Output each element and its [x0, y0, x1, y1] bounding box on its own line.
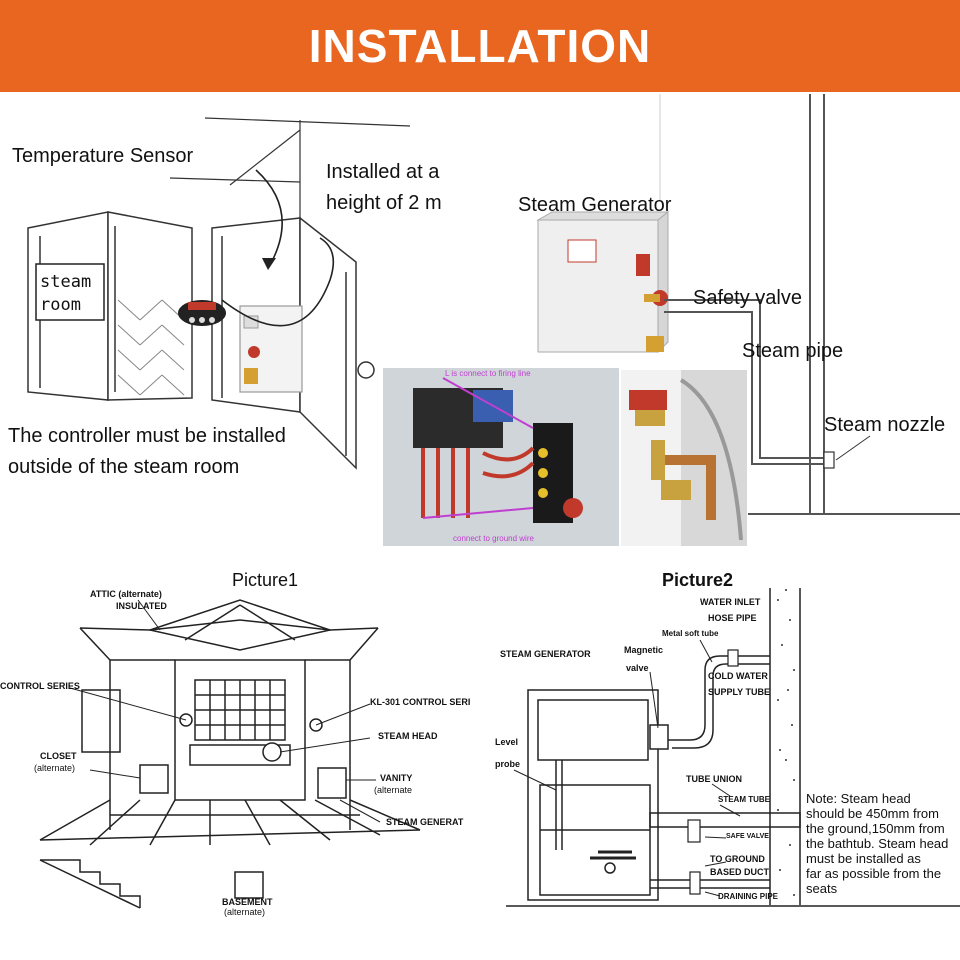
- steam-generator-label: Steam Generator: [518, 194, 672, 216]
- tube-union-label: TUBE UNION: [686, 774, 742, 784]
- controller-icon: [178, 300, 226, 326]
- attic-label-line2: INSULATED: [116, 601, 167, 611]
- sensor-cable: [221, 169, 335, 327]
- steam-generator-unit: [536, 210, 670, 354]
- vanity-label-line1: VANITY: [380, 773, 413, 783]
- steam-generator-p2-label: STEAM GENERATOR: [500, 649, 591, 659]
- room-sign-line2: room: [40, 295, 81, 315]
- to-ground-line1: TO GROUND: [710, 854, 765, 864]
- room-sign: [35, 263, 105, 321]
- steam-head-label: STEAM HEAD: [378, 731, 438, 741]
- picture1-title: Picture1: [232, 570, 299, 590]
- cold-water-line1: COLD WATER: [708, 671, 768, 681]
- small-generator-icon: [239, 305, 303, 393]
- controller-note-line1: The controller must be installed: [8, 425, 286, 447]
- magnetic-valve-line2: valve: [626, 663, 649, 673]
- closet-label-line2: (alternate): [34, 763, 76, 773]
- note-line: seats: [806, 880, 838, 896]
- steam-tube-label: STEAM TUBE: [718, 795, 770, 804]
- banner-title: INSTALLATION: [308, 20, 652, 72]
- inlet-valve-icon: [727, 649, 739, 667]
- safety-valve-label: Safety valve: [693, 287, 802, 309]
- note-line: far as possible from the: [806, 865, 942, 881]
- door-handle-icon: [357, 361, 375, 379]
- drain-valve-icon: [689, 871, 701, 895]
- steam-head-note: Note: Steam head should be 450mm from th…: [806, 791, 960, 897]
- room-sign-line1: steam: [40, 272, 92, 292]
- controller-note-line2: outside of the steam room: [8, 456, 240, 478]
- kl301-label: KL-301 CONTROL SERI: [370, 697, 471, 707]
- cold-water-line2: SUPPLY TUBE: [708, 687, 771, 697]
- install-height-line1: Installed at a: [326, 161, 440, 183]
- steam-generator-p1-label: STEAM GENERAT: [386, 817, 464, 827]
- wiring-photo: L is connect to firing line connect to g…: [383, 368, 619, 546]
- ceiling-lines: [169, 117, 411, 220]
- valve-photo: [621, 370, 747, 546]
- to-ground-line2: BASED DUCT: [710, 867, 770, 877]
- basement-label-line2: (alternate): [224, 907, 266, 917]
- temperature-sensor-label: Temperature Sensor: [12, 145, 194, 167]
- magnetic-valve-line1: Magnetic: [624, 645, 664, 655]
- magnetic-valve-icon: [649, 724, 669, 750]
- level-probe-line1: Level: [495, 737, 519, 747]
- attic-label-line1: ATTIC (alternate): [90, 589, 162, 599]
- steam-nozzle-icon: [823, 451, 835, 469]
- metal-soft-tube-label: Metal soft tube: [662, 629, 719, 638]
- note-line: the bathtub. Steam head: [806, 835, 949, 851]
- note-line: Note: Steam head: [806, 791, 911, 806]
- note-line: should be 450mm from: [806, 805, 939, 821]
- water-inlet-line1: WATER INLET: [700, 597, 761, 607]
- wiring-note-bottom: connect to ground wire: [453, 534, 534, 543]
- nozzle-leader: [835, 435, 871, 461]
- arrow-icon: [262, 258, 276, 270]
- install-height-line2: height of 2 m: [326, 192, 442, 214]
- level-probe-line2: probe: [495, 759, 521, 769]
- wiring-note-top: L is connect to firing line: [445, 369, 531, 378]
- note-line: must be installed as: [806, 850, 921, 866]
- basement-label-line1: BASEMENT: [222, 897, 273, 907]
- picture1-leaders: [69, 599, 381, 823]
- steam-pipe-route: [664, 94, 960, 515]
- water-inlet-line2: HOSE PIPE: [708, 613, 757, 623]
- safe-valve-icon: [687, 819, 701, 843]
- installation-banner: INSTALLATION: [0, 0, 960, 92]
- steam-pipe-label: Steam pipe: [742, 340, 844, 362]
- steam-nozzle-label: Steam nozzle: [824, 414, 946, 436]
- control-series-label: CONTROL SERIES: [0, 681, 80, 691]
- picture2-title: Picture2: [662, 570, 734, 590]
- draining-pipe-label: DRAINING PIPE: [718, 892, 779, 901]
- note-line: the ground,150mm from: [806, 820, 945, 836]
- closet-label-line1: CLOSET: [40, 751, 77, 761]
- safe-valve-label: SAFE VALVE: [726, 833, 769, 840]
- vanity-label-line2: (alternate: [374, 785, 413, 795]
